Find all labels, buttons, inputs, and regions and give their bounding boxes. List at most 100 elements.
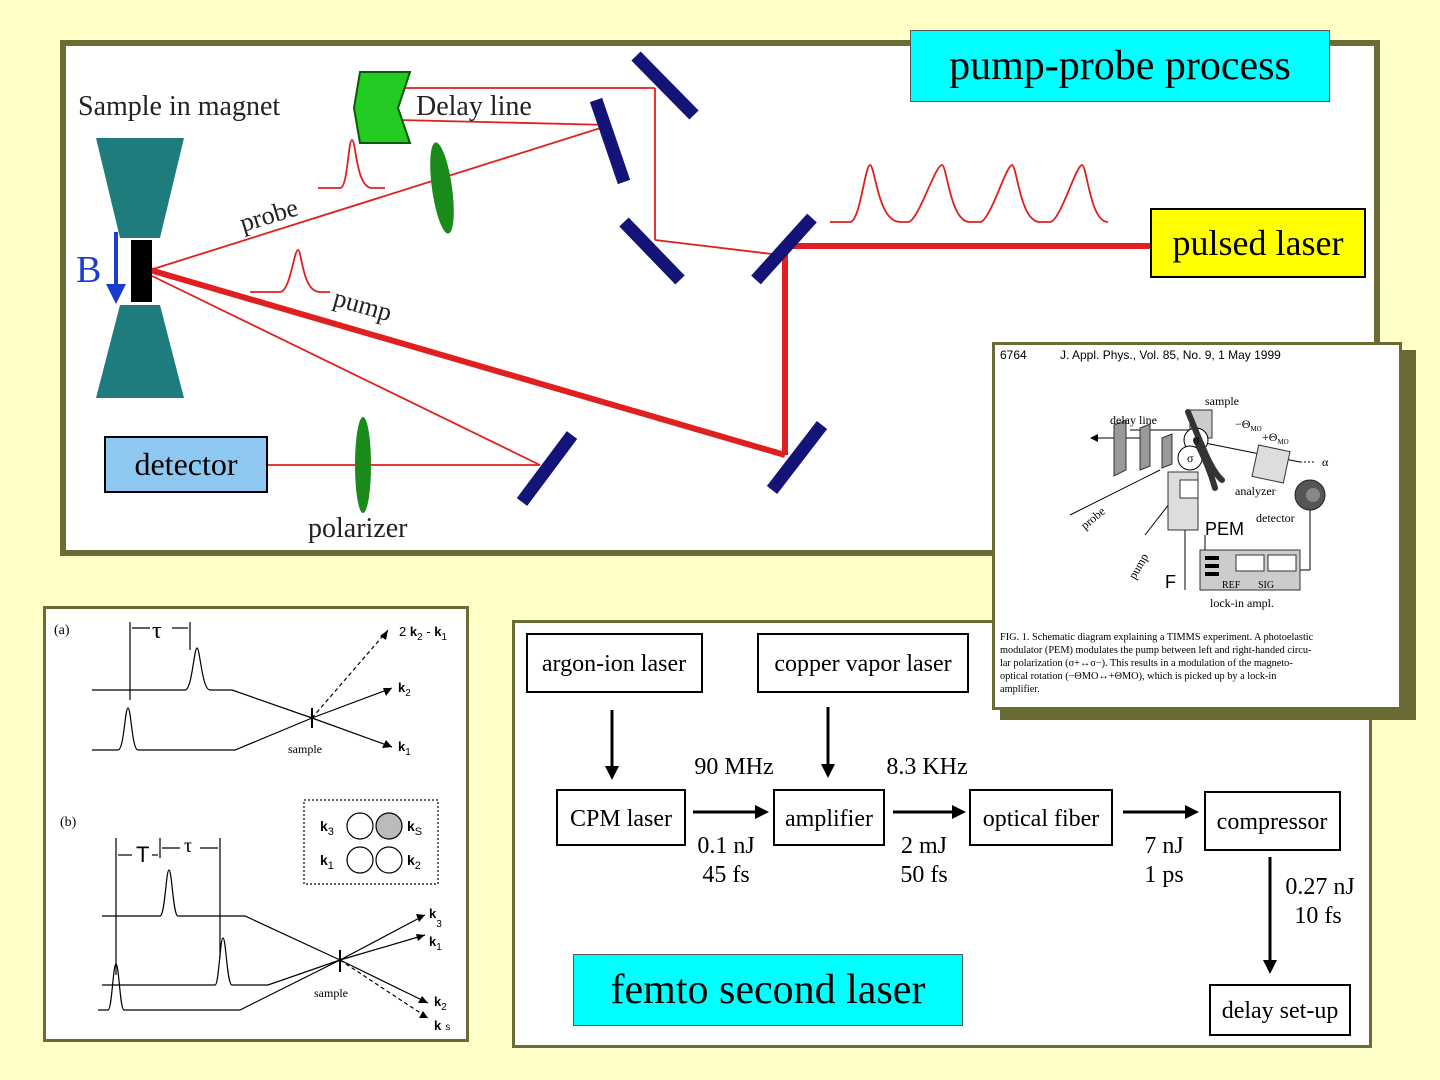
field-label: B — [76, 249, 101, 291]
probe-label: probe — [236, 193, 301, 238]
optical-fiber-box — [969, 789, 1113, 846]
pump-probe-title-text: pump-probe process — [949, 43, 1291, 89]
tau-label-a: τ — [152, 618, 162, 644]
optical-fiber-label: optical fiber — [983, 806, 1100, 832]
pump-label: pump — [330, 283, 395, 327]
stage-4-energy: 0.27 nJ — [1285, 874, 1354, 900]
legend-k1: k1 — [320, 852, 334, 872]
lens-icon — [430, 142, 454, 234]
pulse-b-middle — [102, 937, 341, 986]
laser-chain-diagram: argon-ion laser copper vapor laser CPM l… — [526, 633, 1355, 1036]
legend-k2: k2 — [407, 852, 421, 872]
paper-detector: detector — [1256, 511, 1295, 525]
stage-1-duration: 45 fs — [702, 862, 749, 888]
paper-sig: SIG — [1258, 580, 1274, 591]
pump-probe-diagram: Sample in magnet Delay line probe pump B… — [76, 51, 1150, 544]
paper-theta-minus: −ΘMO — [1235, 417, 1262, 433]
sample-label: Sample in magnet — [78, 91, 280, 122]
stage-3-energy: 7 nJ — [1144, 833, 1183, 859]
return-beam — [654, 239, 781, 256]
delay-label: Delay line — [416, 91, 532, 122]
polarizer-label: polarizer — [308, 513, 408, 544]
delay-line-icon — [352, 71, 412, 144]
analyzer-icon — [1251, 444, 1291, 484]
legend-ks: kS — [407, 818, 422, 838]
paper-figure: 6764 J. Appl. Phys., Vol. 85, No. 9, 1 M… — [1000, 348, 1329, 695]
femto-laser-title: femto second laser — [573, 954, 963, 1026]
paper-analyzer: analyzer — [1235, 484, 1276, 498]
stage-2-duration: 50 fs — [900, 862, 947, 888]
pump-beam — [149, 267, 786, 458]
compressor-label: compressor — [1217, 809, 1328, 835]
stage-1-energy: 0.1 nJ — [697, 833, 754, 859]
pulse-train — [830, 164, 1109, 223]
compressor-box — [1204, 791, 1341, 851]
detector-box: detector — [104, 436, 268, 493]
mirror-icon — [619, 217, 685, 285]
fwm-panel: (a) (b) τ T τ sample sample 2 k2 - k1 k2… — [43, 606, 469, 1042]
pulsed-laser-label: pulsed laser — [1172, 223, 1344, 263]
legend-circle — [346, 812, 374, 840]
legend-circle — [375, 846, 403, 874]
rate-8-3khz: 8.3 KHz — [886, 754, 967, 780]
mirror-icon — [766, 421, 828, 494]
paper-pem: PEM — [1205, 519, 1244, 539]
delay-setup-box — [1209, 984, 1351, 1036]
mirror-icon — [631, 51, 699, 120]
paper-f: F — [1165, 572, 1176, 592]
arrow-icon — [1090, 434, 1098, 442]
legend-circle-filled — [375, 812, 403, 840]
paper-theta-plus: +ΘMO — [1262, 430, 1289, 446]
pulse-a-lower — [92, 707, 313, 751]
paper-caption-line: modulator (PEM) modulates the pump betwe… — [1000, 645, 1312, 656]
sample-label-b: sample — [314, 986, 348, 1000]
paper-page-number: 6764 — [1000, 348, 1027, 362]
T-label: T — [136, 842, 149, 867]
argon-ion-laser-label: argon-ion laser — [542, 651, 686, 677]
rate-90mhz: 90 MHz — [694, 754, 773, 780]
cpm-laser-box — [556, 789, 686, 846]
beam-k3-b: k3 — [429, 906, 442, 930]
delay-line-icon — [1113, 419, 1173, 477]
stage-4-duration: 10 fs — [1294, 903, 1341, 929]
copper-vapor-laser-label: copper vapor laser — [774, 651, 951, 677]
fwm-diagram: (a) (b) τ T τ sample sample 2 k2 - k1 k2… — [54, 618, 450, 1033]
sample-label-a: sample — [288, 742, 322, 756]
paper-ref: REF — [1222, 580, 1241, 591]
probe-beam — [149, 124, 611, 271]
paper-caption-line: FIG. 1. Schematic diagram explaining a T… — [1000, 632, 1314, 643]
beam-arrow-icon — [1185, 409, 1225, 483]
delay-beam-lower — [399, 119, 611, 126]
fwm-a-label: (a) — [54, 623, 70, 638]
mirror-icon — [589, 97, 631, 185]
paper-caption-line: lar polarization (σ+↔σ−). This results i… — [1000, 658, 1293, 669]
beam-k2-b: k2 — [434, 994, 447, 1013]
pem-icon — [1167, 471, 1199, 531]
beam-k2-a: k2 — [398, 680, 411, 699]
pulse-b-upper — [102, 869, 341, 961]
paper-caption-line: amplifier. — [1000, 684, 1040, 695]
detector-label: detector — [134, 446, 238, 482]
stage-3-duration: 1 ps — [1144, 862, 1183, 888]
stage-2-energy: 2 mJ — [901, 833, 947, 859]
legend-circle — [346, 846, 374, 874]
field-arrow-icon — [106, 232, 126, 304]
copper-vapor-laser-box — [757, 633, 969, 693]
magnet-pole-upper-icon — [96, 138, 184, 238]
pulse-a-upper — [92, 647, 313, 719]
beam-2k2-k1: 2 k2 - k1 — [399, 624, 447, 643]
sample-icon — [131, 240, 152, 302]
magnet-pole-lower-icon — [96, 305, 184, 398]
amplifier-label: amplifier — [785, 806, 873, 832]
paper-pump: pump — [1125, 551, 1151, 582]
pulse-b-lower — [98, 959, 341, 1011]
paper-delay-line-label: delay line — [1110, 413, 1157, 427]
paper-lockin: lock-in ampl. — [1210, 596, 1274, 610]
paper-sigma-plus: σ — [1193, 433, 1200, 447]
cpm-laser-label: CPM laser — [570, 806, 672, 832]
fwm-b-label: (b) — [60, 815, 77, 830]
pump-probe-panel: Sample in magnet Delay line probe pump B… — [60, 40, 1380, 556]
beam-k1-b: k1 — [429, 934, 442, 953]
mirror-icon — [751, 213, 817, 285]
